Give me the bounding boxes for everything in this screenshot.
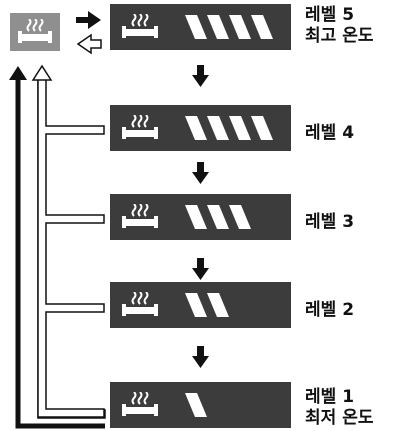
level-bar <box>185 15 207 39</box>
level-bar <box>251 15 273 39</box>
level-bar <box>207 293 229 317</box>
level-bars <box>185 205 251 229</box>
arrow-down-icon <box>192 346 209 368</box>
level-bar <box>185 116 207 140</box>
seat-heater-icon <box>122 292 158 316</box>
level-bar <box>229 205 251 229</box>
arrow-down-icon <box>192 162 209 184</box>
return-arrow-outline-head <box>31 64 53 81</box>
level-name: 레벨 2 <box>305 300 355 320</box>
level-bar <box>207 15 229 39</box>
seat-heater-icon <box>122 392 158 416</box>
level-3-panel <box>110 194 291 240</box>
level-bars <box>185 15 273 39</box>
level-sub: 최고 온도 <box>305 26 374 46</box>
level-bar <box>185 393 207 417</box>
level-4-label: 레벨 4 <box>305 123 354 144</box>
level-5-label: 레벨 5 최고 온도 <box>305 5 373 47</box>
level-bar <box>185 205 207 229</box>
level-2-label: 레벨 2 <box>305 300 354 321</box>
seat-heater-icon <box>18 19 52 43</box>
arrow-down-icon <box>192 65 209 87</box>
level-name: 레벨 3 <box>305 212 355 232</box>
seat-heater-icon <box>122 14 158 38</box>
level-bars <box>185 116 273 140</box>
level-1-label: 레벨 1 최저 온도 <box>305 387 373 429</box>
level-sub: 최저 온도 <box>305 408 374 428</box>
seat-heater-icon <box>122 204 158 228</box>
arrow-down-icon <box>192 258 209 280</box>
seat-heater-icon <box>122 115 158 139</box>
return-arrow-left-outline-icon <box>76 33 102 55</box>
level-3-label: 레벨 3 <box>305 212 354 233</box>
return-arrow-dark-head <box>9 66 27 80</box>
forward-arrow-icon <box>76 11 101 29</box>
level-bar <box>251 116 273 140</box>
level-name: 레벨 5 <box>305 5 355 25</box>
level-bar <box>207 205 229 229</box>
level-bar <box>229 15 251 39</box>
level-bar <box>207 116 229 140</box>
level-5-panel <box>110 4 291 50</box>
return-arrow-dark-line <box>15 78 105 429</box>
level-1-panel <box>110 382 291 428</box>
level-name: 레벨 4 <box>305 123 355 143</box>
level-bar <box>185 293 207 317</box>
level-4-panel <box>110 105 291 151</box>
level-name: 레벨 1 <box>305 387 355 407</box>
level-bar <box>229 116 251 140</box>
outline-channel <box>37 77 105 418</box>
heater-off-button <box>10 13 60 51</box>
level-bars <box>185 393 207 417</box>
level-2-panel <box>110 282 291 328</box>
level-bars <box>185 293 229 317</box>
